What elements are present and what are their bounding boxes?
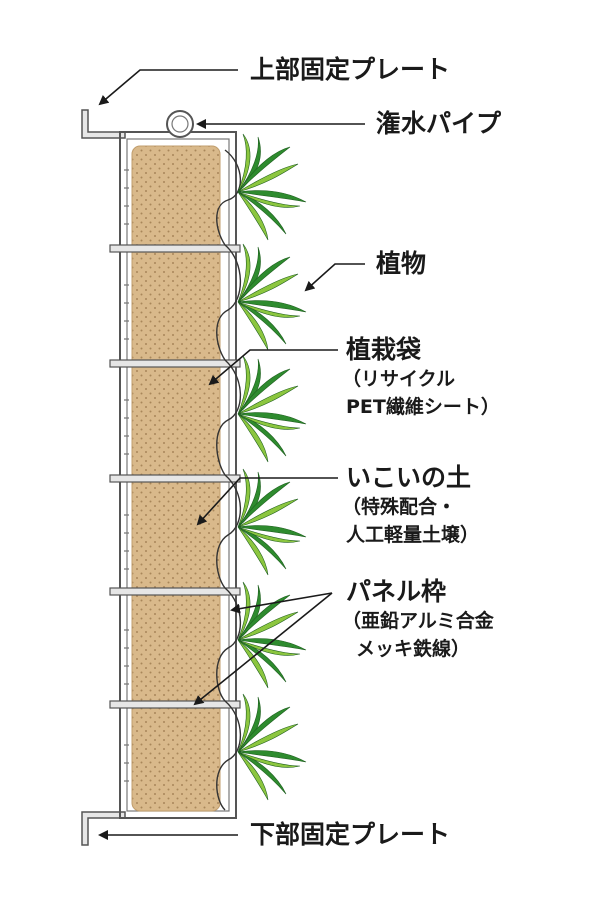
leaf — [237, 412, 307, 425]
leaf — [237, 594, 291, 641]
leaf — [237, 191, 269, 241]
plant-tuft — [237, 243, 307, 351]
leaf — [237, 146, 291, 193]
leaf — [237, 611, 299, 641]
label-planting-bag-note-1: （リサイクル — [342, 368, 456, 390]
leaf — [237, 413, 301, 430]
leaf — [237, 301, 301, 318]
label-bottom-plate: 下部固定プレート — [250, 820, 451, 849]
label-soil-note-1: （特殊配合・ — [342, 496, 457, 518]
leaf — [237, 413, 287, 457]
label-soil: いこいの土 — [346, 463, 472, 492]
plant-tuft — [237, 468, 307, 576]
leaf — [237, 481, 291, 528]
leaf — [237, 413, 269, 463]
label-panel-frame-note-1: （亜鉛アルミ合金 — [342, 610, 494, 632]
leaf — [237, 526, 301, 543]
leaf — [237, 468, 251, 528]
leaf — [237, 750, 307, 763]
plant-tuft — [237, 133, 307, 241]
leaf — [237, 190, 307, 203]
label-top-plate: 上部固定プレート — [250, 55, 451, 84]
leaf — [237, 751, 287, 795]
label-panel-frame: パネル枠 — [346, 577, 447, 606]
leaf — [237, 300, 307, 313]
leaf — [237, 498, 299, 528]
leaf — [237, 706, 291, 753]
leaf — [237, 693, 251, 753]
label-planting-bag-note-2: PET繊維シート） — [346, 396, 500, 418]
leaf — [237, 638, 307, 651]
leaf — [237, 385, 299, 415]
label-soil-note-2: 人工軽量土壌） — [346, 524, 480, 546]
label-water-pipe: 潅水パイプ — [376, 109, 502, 138]
leader-lines — [98, 69, 365, 840]
leaf — [237, 163, 299, 193]
leaf — [237, 191, 301, 208]
plant-tuft — [237, 693, 307, 801]
leaf — [237, 639, 287, 683]
leaf — [237, 191, 287, 235]
leaf — [237, 526, 287, 570]
leaf — [237, 581, 251, 641]
leaf — [237, 723, 299, 753]
frame-crossbars — [109, 244, 241, 709]
leaf — [237, 368, 291, 415]
label-panel-frame-note-2: メッキ鉄線） — [356, 638, 471, 660]
leaf — [237, 525, 307, 538]
label-planting-bag: 植栽袋 — [346, 335, 422, 364]
bottom-plate-shape — [81, 811, 126, 846]
leaf — [237, 133, 251, 193]
leaf — [237, 301, 287, 345]
plants-group — [237, 133, 307, 801]
leaf — [237, 751, 301, 768]
bag-front-edge — [216, 149, 242, 811]
leaf — [237, 751, 269, 801]
label-plant: 植物 — [376, 249, 427, 278]
leaf — [237, 639, 269, 689]
leaf — [237, 639, 301, 656]
leaf — [237, 273, 299, 303]
plant-tuft — [237, 355, 307, 463]
leaf — [237, 526, 269, 576]
plant-tuft — [237, 581, 307, 689]
leaf — [237, 256, 291, 303]
top-plate-shape — [81, 109, 126, 139]
leaf — [237, 243, 251, 303]
frame-slots — [124, 169, 129, 782]
